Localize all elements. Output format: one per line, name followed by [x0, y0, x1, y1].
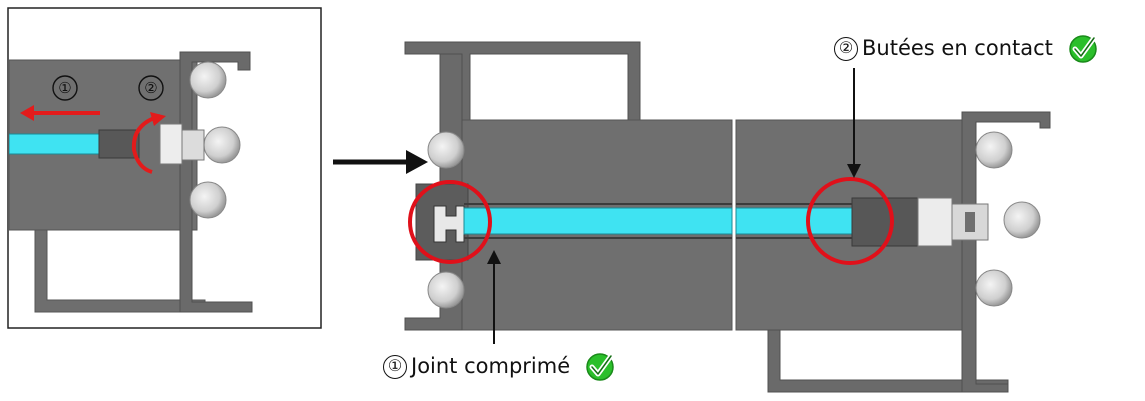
- right-profile-view: [735, 111, 1051, 393]
- callout-number: ②: [834, 37, 858, 61]
- rotate-arrow-icon: [131, 112, 166, 174]
- highlight-circle-stops: [806, 177, 894, 265]
- pointer-arrow-icon: [487, 250, 501, 344]
- callout-text: Joint comprimé: [411, 354, 571, 378]
- callout-text: Butées en contact: [862, 36, 1053, 60]
- inset-step1-number: ①: [58, 80, 71, 97]
- middle-profile-view: [404, 41, 733, 331]
- inset-step1-circle: [52, 75, 78, 101]
- left-arrow-icon: [20, 105, 100, 121]
- callout-number: ①: [383, 355, 407, 379]
- transition-arrow-icon: [333, 150, 428, 174]
- check-icon: [1068, 35, 1097, 63]
- inset-step2-number: ②: [144, 80, 157, 97]
- highlight-circle-joint: [408, 180, 492, 264]
- check-icon: [586, 353, 614, 381]
- inset-panel: ① ②: [7, 7, 322, 329]
- inset-step2-circle: [138, 75, 164, 101]
- pointer-arrow-icon: [847, 68, 861, 178]
